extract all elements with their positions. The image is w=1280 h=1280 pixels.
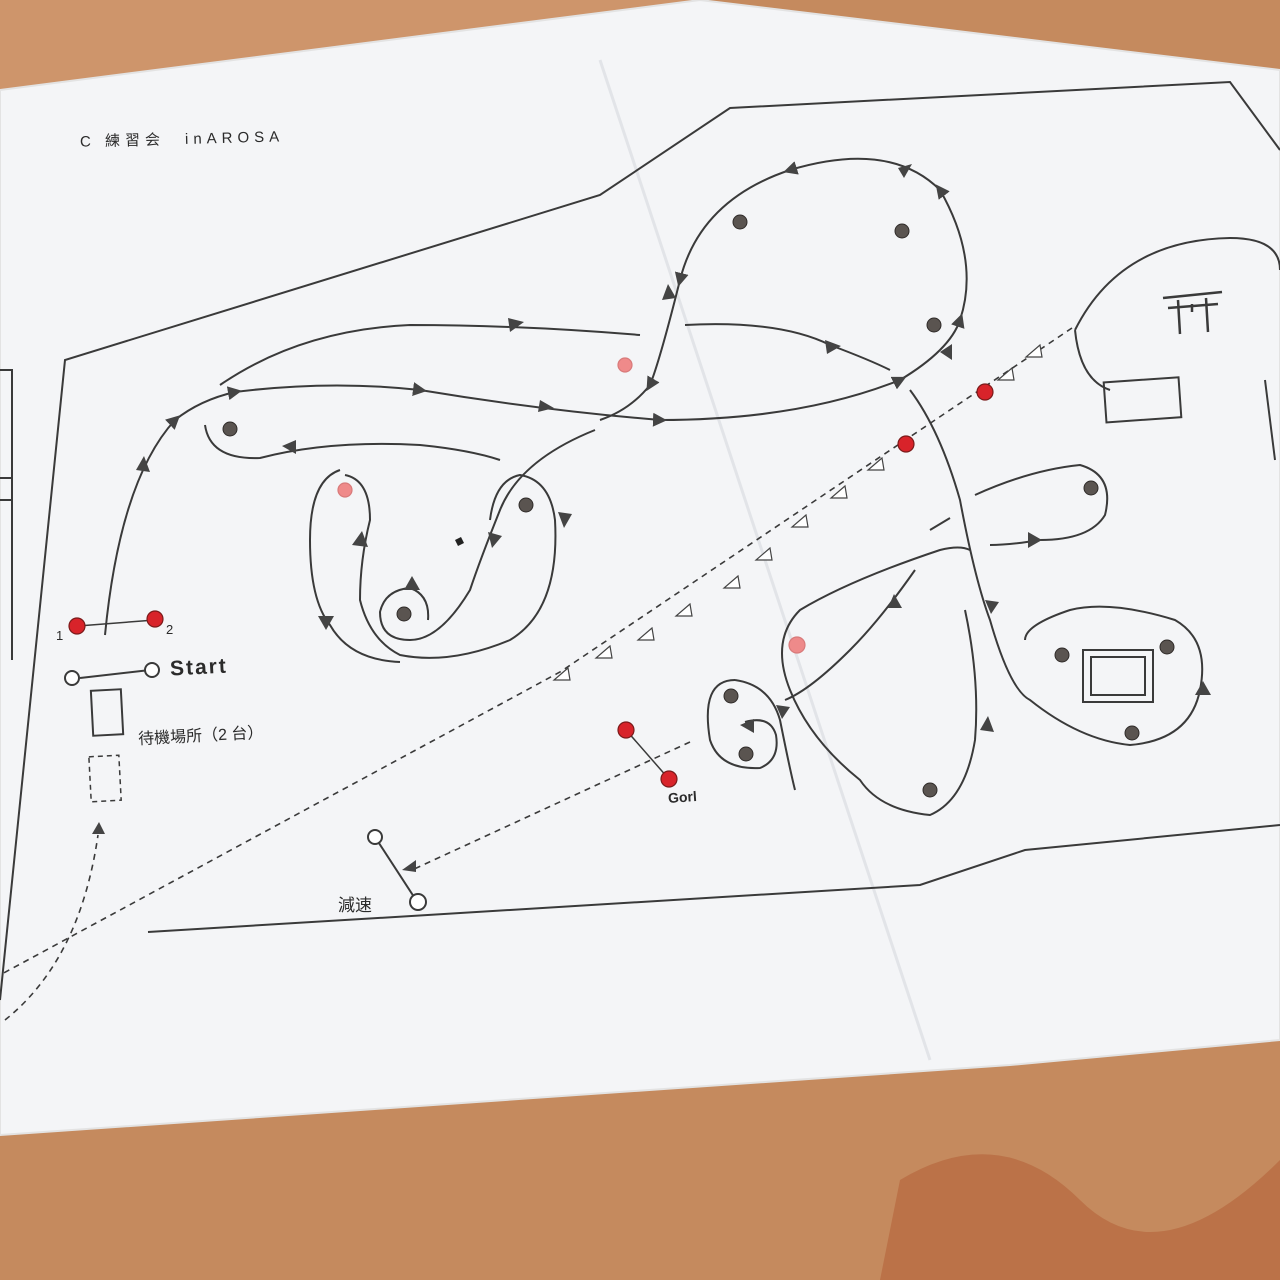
- start-label: Start: [169, 654, 229, 681]
- upper-inner: [684, 323, 891, 371]
- decelerate-label: 減速: [338, 896, 372, 916]
- goal-gate: [625, 729, 669, 779]
- dashed-lines: [0, 327, 1073, 1021]
- waiting-return-dashed: [4, 834, 99, 1021]
- waiting-box-2: [88, 754, 122, 803]
- waiting-return-arrow: [92, 822, 105, 834]
- square-building-icon: [1082, 649, 1154, 703]
- torii-gate-icon: [1162, 290, 1223, 335]
- inner-drop: [344, 473, 557, 659]
- right-long: [909, 389, 1204, 747]
- goal-label: Gorl: [667, 788, 698, 806]
- waiting-box-1: [89, 688, 125, 737]
- left-drop: [308, 469, 401, 663]
- goal-approach: [734, 679, 796, 791]
- goal-loop: [706, 679, 778, 770]
- paper-sheet: [0, 0, 1280, 1137]
- small-dash: [929, 517, 951, 531]
- carpet-pattern: [880, 1154, 1280, 1280]
- grey-cones: [222, 214, 1175, 798]
- decelerate-arrow: [402, 860, 416, 872]
- upper-arc: [219, 323, 641, 386]
- venue-boundary: [0, 80, 1280, 1001]
- pylon-1-label: 1: [56, 628, 64, 643]
- pylon-2-label: 2: [166, 622, 174, 637]
- start-straight: [104, 157, 968, 636]
- red-cones: [68, 357, 994, 788]
- shrine-building: [1102, 376, 1183, 424]
- shrine-area: [1074, 236, 1280, 424]
- start-gate: [64, 662, 160, 686]
- course-arrows: [136, 164, 1211, 733]
- dashed-line-arrows: [552, 343, 1043, 681]
- pylon-gate-1-2: [77, 619, 156, 627]
- ink-dot: [455, 537, 464, 546]
- decelerate-gate: [367, 829, 427, 911]
- exit-dashed-line: [0, 327, 1073, 976]
- course-lines: [104, 157, 1204, 817]
- goal-to-decelerate-dashed: [411, 741, 691, 871]
- right-inner: [781, 546, 978, 817]
- left-loop: [204, 424, 501, 461]
